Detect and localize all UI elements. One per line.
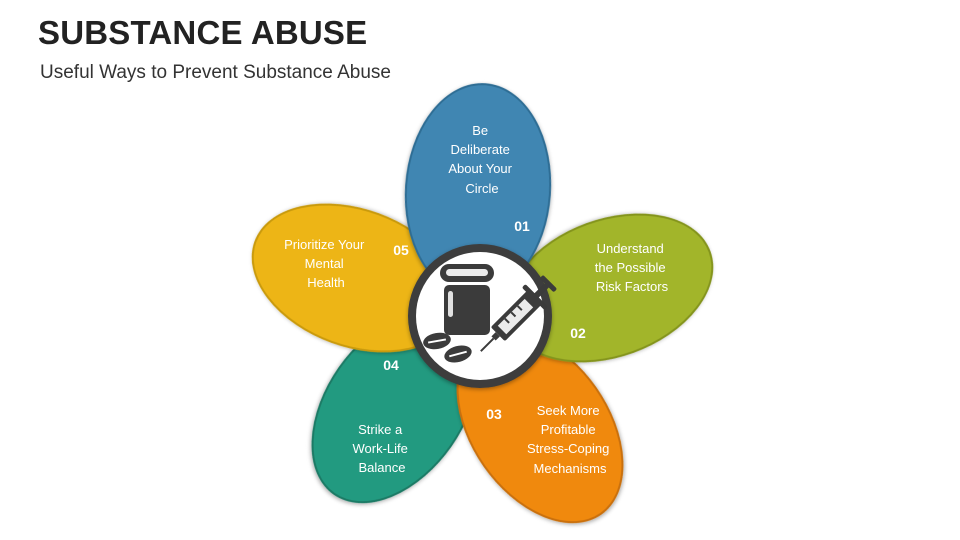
petal-5-label: Prioritize Your Mental Health [284, 237, 368, 290]
petal-1-number: 01 [514, 218, 530, 234]
petal-5-line-2: Mental [305, 256, 344, 271]
petal-3-line-1: Seek More [537, 403, 600, 418]
petal-3-number: 03 [486, 406, 502, 422]
petal-1-line-3: About Your [448, 161, 512, 176]
petal-3-label: Seek More Profitable Stress-Coping Mecha… [527, 403, 613, 476]
petal-1-line-4: Circle [465, 181, 498, 196]
petal-1-line-2: Deliberate [451, 142, 510, 157]
petal-2-line-1: Understand [597, 241, 664, 256]
petal-1-line-1: Be [472, 123, 488, 138]
pill-bottle-and-syringe-icon [423, 264, 557, 363]
page-title: SUBSTANCE ABUSE [38, 14, 368, 51]
petal-5-line-3: Health [307, 275, 345, 290]
petal-2-line-2: the Possible [595, 260, 666, 275]
petal-2-label: Understand the Possible Risk Factors [595, 241, 669, 294]
petal-1-label: Be Deliberate About Your Circle [448, 123, 515, 196]
petal-3-line-2: Profitable [541, 422, 596, 437]
petal-3-line-4: Mechanisms [534, 461, 607, 476]
petal-4-number: 04 [383, 357, 399, 373]
petal-4-line-1: Strike a [358, 422, 403, 437]
petal-4-label: Strike a Work-Life Balance [352, 422, 411, 475]
petal-5-line-1: Prioritize Your [284, 237, 365, 252]
petal-4-line-2: Work-Life [352, 441, 407, 456]
petal-2-line-3: Risk Factors [596, 279, 669, 294]
petal-4-line-3: Balance [359, 460, 406, 475]
petal-3-line-3: Stress-Coping [527, 441, 609, 456]
petal-5-number: 05 [393, 242, 409, 258]
page-subtitle: Useful Ways to Prevent Substance Abuse [40, 62, 391, 83]
petal-2-number: 02 [570, 325, 586, 341]
